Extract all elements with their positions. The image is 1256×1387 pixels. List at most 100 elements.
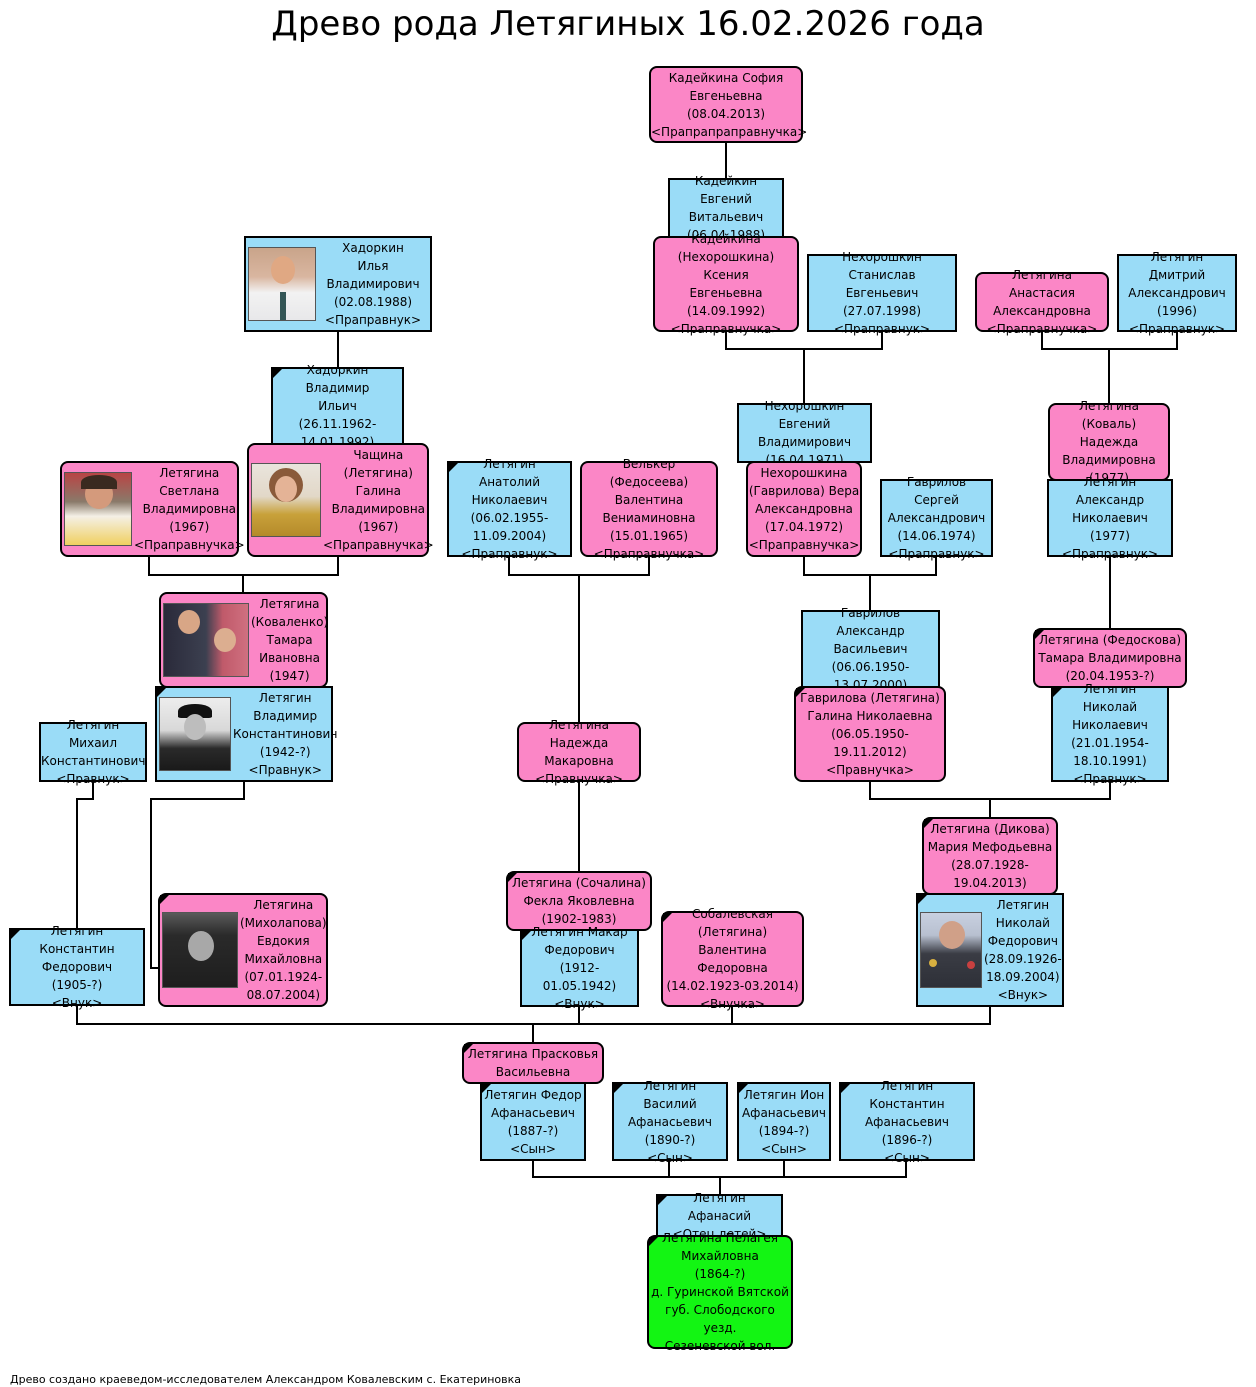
- person-text-line: Летягин Константин: [869, 1078, 945, 1111]
- person-text-line: Чащина: [353, 448, 404, 462]
- person-text-line: (Нехорошкина) Ксения: [677, 250, 775, 282]
- person-text-line: <Правнук>: [248, 763, 322, 777]
- person-text-line: <Праправнучка>: [986, 322, 1098, 336]
- person-text-line: Летягина (Коваль): [1079, 399, 1139, 431]
- person-text-line: Мария Мефодьевна: [927, 840, 1053, 854]
- person-text-line: (28.09.1926-: [984, 952, 1062, 966]
- deceased-marker-icon: [160, 895, 169, 904]
- person-text-line: (14.06.1974): [897, 529, 976, 543]
- person-text-line: (1977): [1090, 529, 1130, 543]
- person-text-line: Илья: [357, 259, 389, 273]
- person-maria-dikova[interactable]: Летягина (Дикова)Мария Мефодьевна(28.07.…: [922, 817, 1058, 895]
- person-text-line: Летягин: [996, 898, 1050, 912]
- person-text-line: Владимир: [253, 709, 318, 723]
- person-tamara-fedoskova[interactable]: Летягина (Федоскова)Тамара Владимировна(…: [1033, 628, 1187, 688]
- person-text-line: Федорович: [544, 943, 615, 957]
- person-text-line: <Сын>: [761, 1141, 807, 1156]
- person-text-line: Макаровна: [544, 754, 614, 768]
- person-text-line: Кадейкин Евгений: [694, 174, 758, 206]
- person-text-line: Летягина (Федоскова): [1038, 633, 1182, 647]
- person-text-line: (28.07.1928-: [951, 858, 1029, 872]
- person-text-line: (1947): [269, 669, 310, 683]
- deceased-marker-icon: [649, 1237, 658, 1246]
- person-text-line: (Гаврилова) Вера: [748, 484, 860, 498]
- person-text-line: (06.02.1955-: [470, 511, 549, 525]
- deceased-marker-icon: [522, 931, 531, 940]
- person-text-line: Летягин Афанасий: [687, 1190, 752, 1223]
- person-galina-gavrilova[interactable]: Гаврилова (Летягина)Галина Николаевна(06…: [794, 686, 946, 782]
- person-text-line: (1902-1983): [541, 912, 617, 926]
- person-fekla-sochalina[interactable]: Летягина (Сочалина)Фекла Яковлевна(1902-…: [506, 871, 652, 931]
- person-text-line: <Правнучка>: [535, 772, 623, 786]
- person-text-line: <Сын>: [647, 1150, 693, 1165]
- person-text-line: Галина Николаевна: [807, 709, 933, 723]
- deceased-marker-icon: [1053, 688, 1062, 697]
- person-text-line: Летягин Константин: [39, 924, 115, 956]
- person-text-line: Летягин Макар: [531, 925, 628, 939]
- person-text-line: Собалевская: [691, 907, 774, 921]
- deceased-marker-icon: [796, 688, 805, 697]
- person-text-line: <Праправнучка>: [748, 538, 860, 552]
- deceased-marker-icon: [273, 369, 282, 378]
- person-text-line: Надежда: [1079, 435, 1139, 449]
- person-text-line: <Прапрапраправнучка>: [651, 124, 808, 139]
- person-text-line: Владимирович: [326, 277, 420, 291]
- person-text-line: 19.04.2013): [953, 876, 1027, 890]
- person-text-line: Нехорошкин Евгений: [764, 399, 845, 431]
- person-text-line: <Внучка>: [700, 997, 765, 1011]
- person-text-line: <Праправнучка>: [323, 538, 434, 552]
- person-text-line: Летягин Михаил: [66, 718, 120, 750]
- person-text-line: Сезеневской вол.: [664, 1339, 776, 1353]
- person-text-line: Ивановна: [259, 651, 320, 665]
- deceased-marker-icon: [663, 913, 672, 922]
- person-text-line: Витальевич: [688, 210, 764, 224]
- deceased-marker-icon: [841, 1084, 850, 1093]
- person-text-line: Константинович: [41, 754, 146, 768]
- person-text-line: Валентина: [614, 493, 684, 507]
- person-text-line: <Внук>: [554, 997, 605, 1011]
- portrait-photo: [248, 247, 316, 321]
- person-text-line: Фекла Яковлевна: [523, 894, 635, 908]
- person-text-line: 19.11.2012): [833, 745, 907, 759]
- person-text-line: (06.06.1950-: [831, 660, 910, 674]
- person-text-line: Владимировна: [142, 502, 237, 516]
- person-text-line: Хадоркин: [342, 241, 404, 255]
- person-text-line: Владимировна: [331, 502, 426, 516]
- person-text-line: Летягина Анастасия: [1009, 268, 1075, 300]
- person-text-line: <Внук>: [997, 988, 1049, 1002]
